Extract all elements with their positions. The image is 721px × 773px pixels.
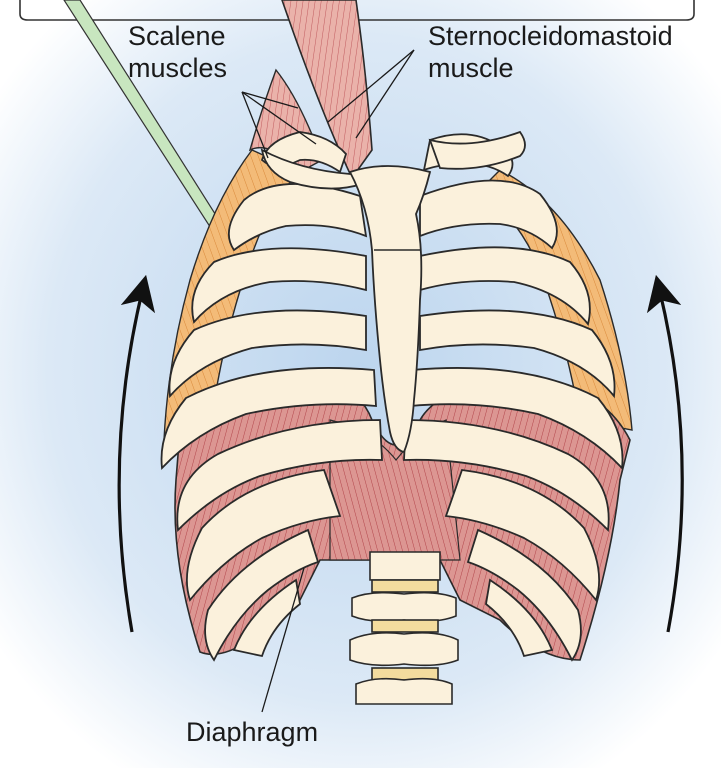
label-scalene-line1: Scalene: [128, 20, 227, 52]
label-sterno-line1: Sternocleidomastoid: [428, 20, 673, 52]
label-scalene-line2: muscles: [128, 52, 227, 84]
label-scalene-muscles: Scalene muscles: [128, 20, 227, 84]
label-diaphragm: Diaphragm: [186, 716, 318, 748]
label-sternocleidomastoid-muscle: Sternocleidomastoid muscle: [428, 20, 673, 84]
label-sterno-line2: muscle: [428, 52, 673, 84]
